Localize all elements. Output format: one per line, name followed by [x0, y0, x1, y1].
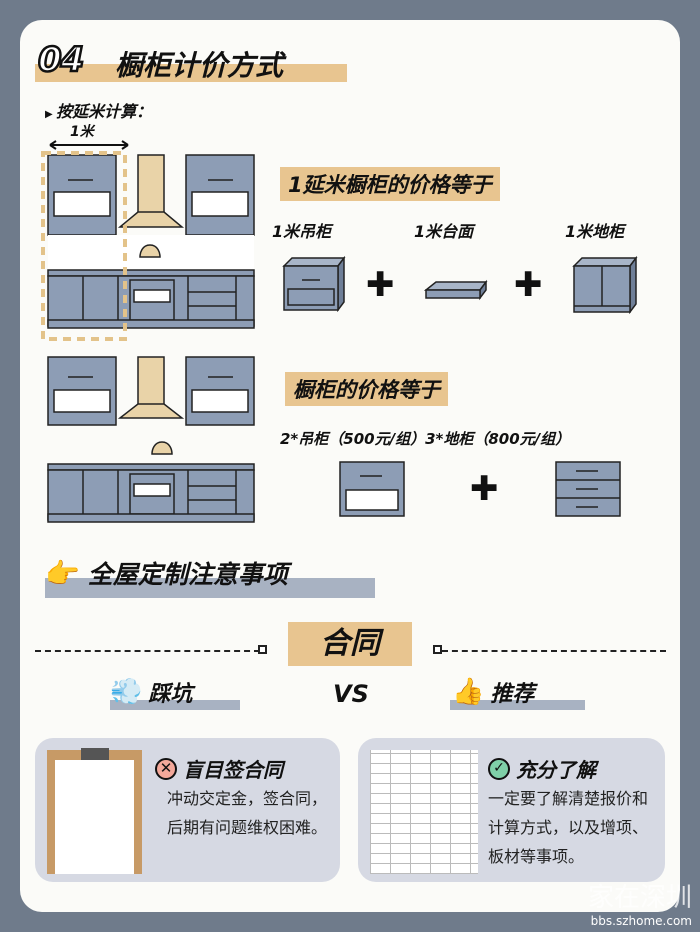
plus-icon: ✚	[470, 469, 499, 509]
width-label: 1米	[70, 124, 94, 140]
section-number: 04	[37, 39, 86, 82]
pointing-hand-icon: 👉	[45, 556, 80, 590]
watermark-url: bbs.szhome.com	[590, 914, 692, 928]
wall-cabinet-icon	[282, 256, 346, 312]
pit-label: 💨踩坑	[110, 677, 193, 707]
heading-linear-meter-price: 1延米橱柜的价格等于	[280, 167, 500, 201]
wall-cabinet-front-icon	[339, 461, 405, 517]
label-wall-cabinet: 1米吊柜	[272, 222, 332, 241]
pit-underline	[110, 700, 240, 710]
cross-circle-icon: ✕	[155, 757, 177, 780]
width-arrow-icon	[49, 140, 129, 150]
card-recommend: ✓充分了解 一定要了解清楚报价和计算方式，以及增项、板材等事项。	[358, 738, 665, 882]
plus-icon: ✚	[514, 265, 543, 305]
contract-clipboard-image	[47, 748, 142, 874]
topic-contract: 合同	[288, 622, 412, 666]
divider-right	[442, 650, 666, 652]
divider-square	[433, 645, 442, 654]
card-pit: ✕盲目签合同 冲动交定金，签合同，后期有问题维权困难。	[35, 738, 340, 882]
section-highlight	[45, 578, 375, 598]
base-cabinet-icon	[572, 256, 638, 314]
section-title: 👉全屋定制注意事项	[45, 556, 288, 590]
heading-cabinet-price: 橱柜的价格等于	[285, 372, 448, 406]
recommend-underline	[450, 700, 585, 710]
triangle-icon: ▶	[45, 109, 57, 120]
divider-left	[35, 650, 260, 652]
title-highlight	[35, 64, 347, 82]
page-title: 橱柜计价方式	[115, 49, 284, 82]
thumbs-up-icon: 👍	[452, 677, 485, 707]
label-base-cabinet: 1米地柜	[565, 222, 625, 241]
plus-icon: ✚	[366, 265, 395, 305]
kitchen-illustration-1	[41, 151, 255, 341]
card-title: ✓充分了解	[488, 754, 596, 783]
countertop-icon	[424, 279, 488, 301]
recommend-label: 👍推荐	[452, 677, 535, 707]
method-label: ▶ 按延米计算：	[45, 102, 153, 121]
quote-sheet-image	[370, 750, 478, 874]
card-body: 冲动交定金，签合同，后期有问题维权困难。	[167, 789, 328, 837]
check-circle-icon: ✓	[488, 757, 510, 780]
kitchen-illustration-2	[47, 356, 255, 523]
price-formula: 2*吊柜（500元/组）3*地柜（800元/组）	[280, 430, 571, 448]
label-countertop: 1米台面	[414, 222, 474, 241]
watermark-logo: 家在深圳	[587, 883, 692, 913]
card-body: 一定要了解清楚报价和计算方式，以及增项、板材等事项。	[488, 789, 649, 866]
drawer-cabinet-icon	[555, 461, 621, 517]
divider-square	[258, 645, 267, 654]
vs-label: VS	[333, 680, 369, 708]
card-title: ✕盲目签合同	[155, 754, 283, 783]
cloud-puff-icon: 💨	[110, 677, 143, 707]
